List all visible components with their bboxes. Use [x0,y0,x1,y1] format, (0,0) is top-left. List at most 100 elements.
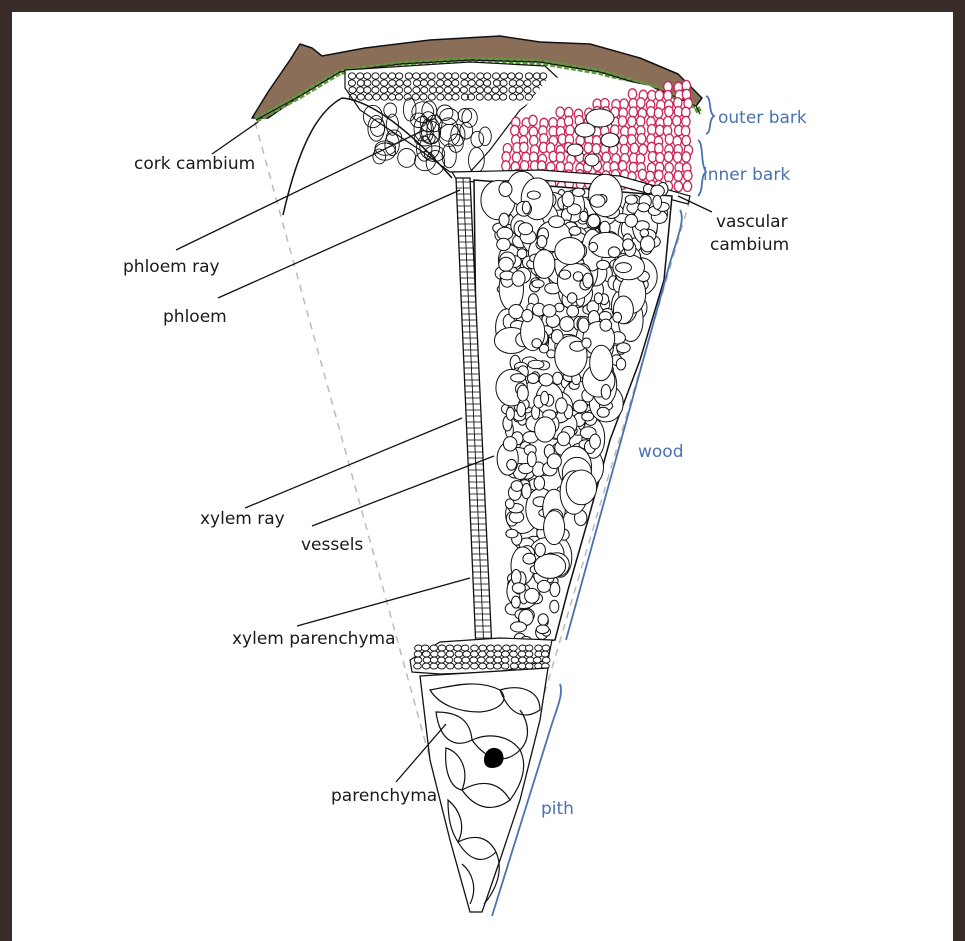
parenchyma-band-cell [478,657,486,663]
wood-cell [550,582,560,596]
wood-cell [497,238,511,250]
wood-cell [588,214,600,227]
wood-cell [597,407,609,417]
parenchyma-band-cell [447,663,455,669]
parenchyma-band-cell [455,663,463,669]
wood-cell [616,263,632,273]
wood-cell [528,360,544,369]
inner-bark-cell [638,169,646,179]
phloem-cell [398,149,416,168]
parenchyma-band-cell [487,651,495,657]
wood-cell [512,583,525,594]
wood-cell [499,182,512,197]
wood-cell [511,374,526,382]
vessel-cell [534,250,555,279]
parenchyma-band-cell [423,651,431,657]
xylem-ray-leader [245,418,462,508]
parenchyma-band-cell [479,651,487,657]
outer-bark-bracket [706,96,714,134]
wood-cell [567,305,579,317]
wood-cell [509,305,524,319]
inner-bark-cell [618,116,626,126]
label-pith: pith [541,799,574,819]
wood-cell [538,580,551,592]
wood-cell [499,213,509,226]
wood-cell [550,600,559,613]
inner-bark-cell [654,108,662,118]
inner-bark-cell [656,153,664,163]
parenchyma-band-cell [471,645,479,651]
parenchyma-band-cell [501,657,509,663]
vessel-cell [544,511,565,545]
parenchyma-band-cell [430,645,438,651]
wood-cell [559,270,571,279]
inner-bark-cell [682,116,690,126]
inner-bark-cell [520,142,528,152]
cork-cambium-leader [212,122,258,154]
wood-cell [535,543,546,556]
wood-cell [523,553,536,564]
inner-bark-cell [529,115,537,125]
wood-cell [507,459,517,470]
vessel-cell [566,470,596,505]
wood-cell [590,434,601,449]
wood-cell [517,385,528,401]
parenchyma-band-cell [486,657,494,663]
wood-cell [583,273,593,288]
parenchyma-band-cell [438,645,446,651]
inner-bark-cell [683,181,691,191]
wood-cell [572,188,585,196]
parenchyma-band-cell [501,663,509,669]
wood-cell [517,402,526,416]
parenchyma-band-cell [462,657,470,663]
label-cambium: cambium [710,235,789,255]
wood-cell [522,201,530,214]
parenchyma-band-cell [486,663,494,669]
vessel-cell [535,417,556,442]
inner-bark-cell [648,125,656,135]
xylem-parenchyma-cells [414,645,550,669]
wood-cell [532,339,542,348]
parenchyma-band-cell [438,657,446,663]
inner-bark-cell [602,152,610,162]
parenchyma-band-cell [519,657,527,663]
wood-cell [580,211,588,221]
vessel-cell [590,345,613,380]
parenchyma-band-cell [494,657,502,663]
wood-cell [597,260,610,269]
wood-cell [543,305,556,317]
parenchyma-band-cell [445,657,453,663]
label-phloem-ray: phloem ray [123,257,220,277]
parenchyma-band-cell [479,645,487,651]
inner-bark-cell [664,152,672,162]
vessel-cell [534,554,565,578]
inner-bark-cell [637,134,645,144]
parenchyma-band-cell [463,651,471,657]
inner-bark-cell [664,90,672,100]
wood-cell [527,374,538,384]
parenchyma-band-cell [470,657,478,663]
inner-bark-cell [520,161,528,171]
parenchyma-band-cell [455,651,463,657]
wood-cell [640,229,649,237]
vascular-cambium-leader [678,196,712,212]
phloem-leader [218,190,460,298]
label-xylem-parenchyma: xylem parenchyma [232,629,395,649]
inner-bark-cell [656,125,664,135]
parenchyma-band-cell [454,657,462,663]
parenchyma-band-cell [471,663,479,669]
inner-bark-cell [665,106,673,116]
parenchyma-band-cell [446,651,454,657]
inner-bark-cell [674,171,682,181]
label-phloem: phloem [163,307,227,327]
parenchyma-band-cell [510,645,518,651]
wood-cell [613,312,622,322]
parenchyma-band-cell [511,657,519,663]
label-vessels: vessels [301,535,363,555]
parenchyma-band-cell [494,645,502,651]
inner-bark-cell [628,89,636,99]
inner-bark-cell [681,126,689,136]
inner-bark-cell [629,107,637,117]
parenchyma-band-cell [462,663,470,669]
parenchyma-band-cell [503,645,511,651]
